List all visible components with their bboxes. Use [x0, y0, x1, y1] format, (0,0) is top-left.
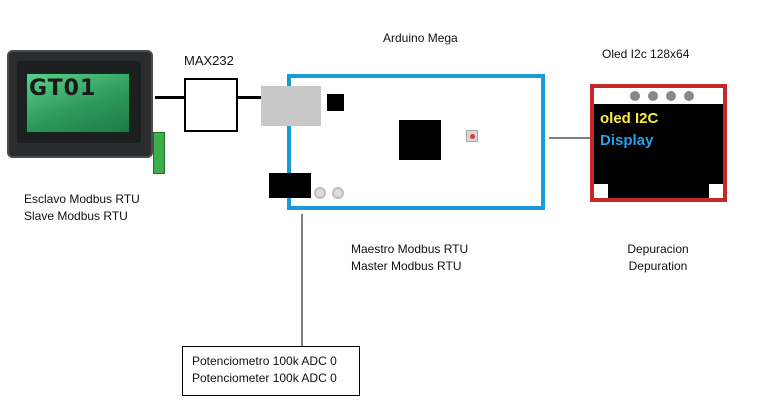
hmi-caption-en: Slave Modbus RTU — [24, 209, 128, 223]
arduino-caption-es: Maestro Modbus RTU — [351, 242, 469, 256]
hmi-screen — [25, 72, 131, 134]
hmi-to-max232-line — [155, 96, 186, 99]
pin-icon — [648, 91, 658, 101]
oled-caption-en: Depuration — [628, 259, 688, 273]
pot-label-es: Potenciometro 100k ADC 0 — [192, 354, 337, 368]
hmi-screen-text: GT01 — [29, 76, 97, 101]
pin-icon — [630, 91, 640, 101]
oled-label: Oled I2c 128x64 — [602, 47, 690, 61]
reset-button — [327, 94, 344, 111]
arduino-caption-en: Master Modbus RTU — [351, 259, 462, 273]
oled-caption-es: Depuracion — [627, 242, 689, 256]
oled-header-strip — [594, 88, 723, 104]
oled-corner-left — [594, 184, 608, 198]
pin-icon — [684, 91, 694, 101]
pin-icon — [666, 91, 676, 101]
power-jack — [269, 173, 311, 198]
arduino-to-pot-line — [301, 214, 303, 346]
oled-text-line2: Display — [600, 132, 654, 149]
max232-box — [184, 78, 238, 132]
potentiometer-box: Potenciometro 100k ADC 0 Potenciometer 1… — [182, 346, 360, 396]
arduino-to-oled-line — [549, 137, 592, 139]
oled-display-module: oled I2C Display — [590, 84, 727, 202]
microcontroller-chip — [399, 120, 441, 160]
hmi-caption-es: Esclavo Modbus RTU — [24, 192, 140, 206]
hmi-gt01-device: GT01 — [7, 50, 165, 174]
capacitor-1 — [314, 187, 326, 199]
led-indicator — [466, 130, 478, 142]
usb-connector — [261, 86, 321, 126]
oled-text-line1: oled I2C — [600, 110, 659, 127]
max232-label: MAX232 — [184, 53, 234, 68]
arduino-label: Arduino Mega — [383, 31, 458, 45]
hmi-connector — [153, 132, 165, 174]
oled-corner-right — [709, 184, 723, 198]
max232-to-arduino-line — [236, 96, 264, 99]
capacitor-2 — [332, 187, 344, 199]
pot-label-en: Potenciometer 100k ADC 0 — [192, 371, 337, 385]
